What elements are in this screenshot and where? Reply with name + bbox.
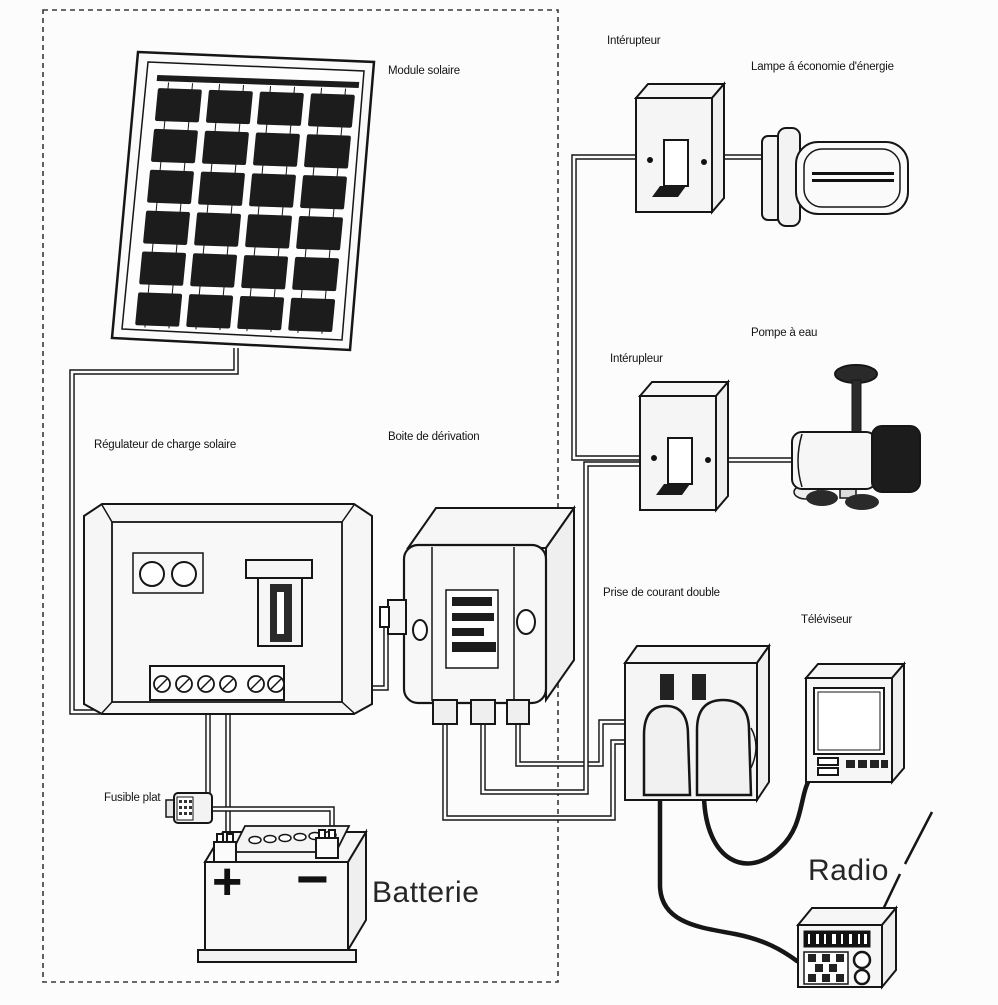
radio-dial-scale bbox=[803, 930, 871, 948]
flat-fuse-illustration bbox=[165, 792, 213, 824]
regulator-slot-component bbox=[245, 559, 313, 647]
label-television: Téléviseur bbox=[801, 614, 853, 626]
cable-outlet-to-radio bbox=[657, 794, 800, 964]
radio-speaker-grille bbox=[803, 951, 849, 985]
junction-box-left-port bbox=[387, 599, 407, 635]
pump-body bbox=[791, 431, 877, 490]
regulator-terminal-strip bbox=[149, 665, 285, 701]
label-solar-module: Module solaire bbox=[388, 65, 460, 77]
cfl-lamp-illustration bbox=[761, 127, 909, 227]
radio-illustration bbox=[795, 905, 899, 990]
water-pump-illustration bbox=[791, 364, 921, 510]
wire-switch1-feed bbox=[571, 154, 642, 461]
boundary-dashed-border bbox=[42, 9, 559, 983]
junction-box-vent bbox=[445, 589, 499, 669]
lamp-tube bbox=[795, 141, 909, 215]
wire-junction-to-outlet-upper bbox=[515, 719, 630, 767]
radio-knob-1 bbox=[852, 950, 872, 970]
battery-terminal-right bbox=[315, 829, 339, 859]
switch-top-illustration bbox=[633, 81, 727, 215]
battery-negative-symbol: − bbox=[296, 847, 329, 910]
label-radio: Radio bbox=[808, 854, 889, 887]
tv-buttons bbox=[817, 757, 888, 776]
double-outlet-illustration bbox=[623, 642, 771, 804]
label-fuse: Fusible plat bbox=[104, 792, 161, 804]
battery-illustration bbox=[197, 825, 368, 963]
regulator-led-2 bbox=[171, 561, 197, 587]
charge-regulator-illustration bbox=[83, 503, 373, 715]
regulator-led-1 bbox=[139, 561, 165, 587]
junction-box-cable-glands bbox=[432, 699, 530, 725]
label-regulator: Régulateur de charge solaire bbox=[94, 439, 237, 451]
label-switch-middle: Intérupleur bbox=[610, 353, 663, 365]
solar-module-illustration bbox=[110, 50, 376, 352]
outlet-plug-right bbox=[695, 698, 753, 797]
switch-middle-illustration bbox=[637, 379, 731, 513]
television-illustration bbox=[803, 661, 907, 785]
switch-middle-toggle bbox=[667, 437, 693, 485]
wire-junction-to-switch2 bbox=[480, 461, 642, 795]
battery-positive-symbol: + bbox=[212, 853, 243, 911]
cable-outlet-to-tv bbox=[701, 771, 816, 866]
wire-junction-to-outlet-lower bbox=[442, 722, 630, 821]
regulator-led-panel bbox=[132, 552, 204, 594]
label-battery: Batterie bbox=[372, 876, 480, 909]
switch-top-toggle bbox=[663, 139, 689, 187]
label-lamp: Lampe á économie d'énergie bbox=[751, 61, 894, 73]
tv-screen bbox=[813, 687, 885, 755]
label-switch-top: Intérupteur bbox=[607, 35, 661, 47]
pump-motor bbox=[871, 425, 921, 493]
label-outlet: Prise de courant double bbox=[603, 587, 720, 599]
junction-box-hole-right bbox=[516, 609, 536, 635]
battery-terminal-left bbox=[213, 833, 237, 863]
junction-box-hole-left bbox=[412, 619, 428, 641]
label-pump: Pompe à eau bbox=[751, 327, 818, 339]
junction-box-illustration bbox=[379, 504, 576, 725]
label-junction-box: Boite de dérivation bbox=[388, 431, 480, 443]
outlet-plug-left bbox=[642, 704, 692, 797]
radio-knob-2 bbox=[853, 968, 871, 986]
